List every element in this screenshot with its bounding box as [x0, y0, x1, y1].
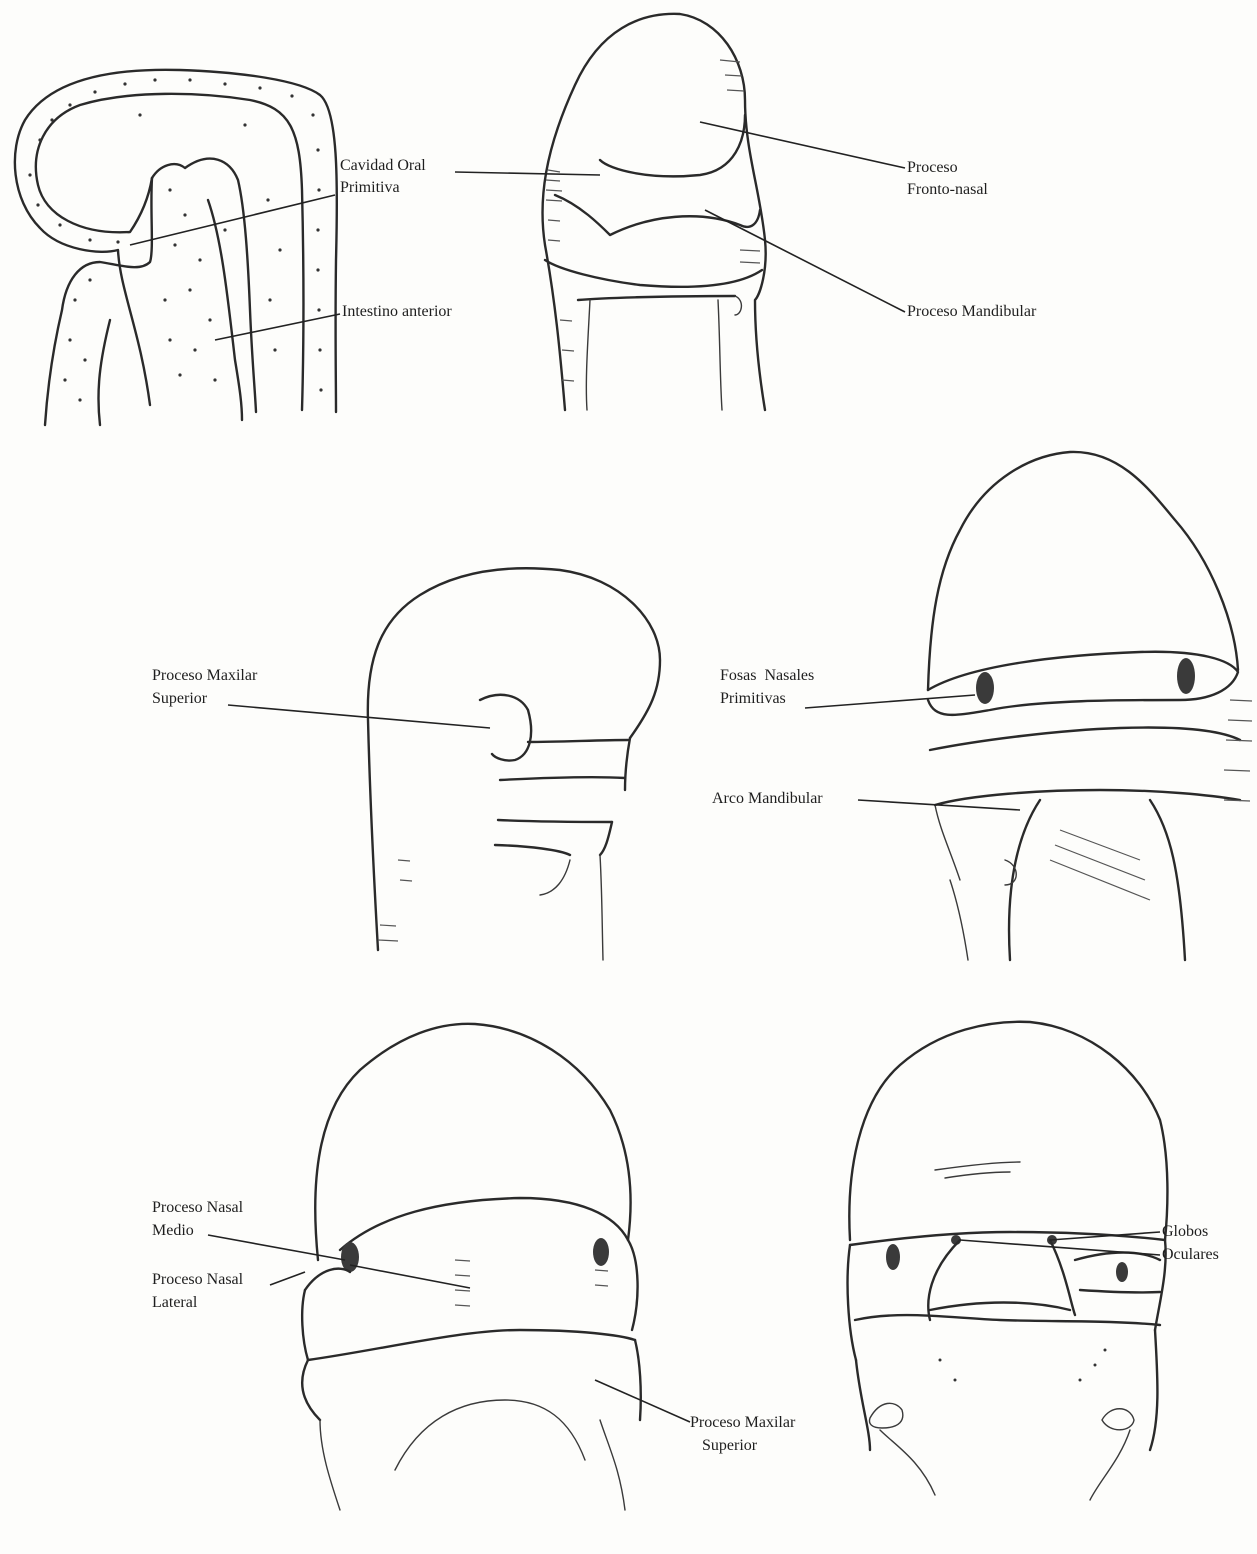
figure-lateral-face — [368, 568, 660, 960]
nostril-left — [341, 1242, 359, 1272]
leader-nasal-medio-2 — [350, 1265, 470, 1288]
eye-left — [886, 1244, 900, 1270]
nostril-right — [1177, 658, 1195, 694]
label-fronto-nasal: Fronto-nasal — [907, 180, 988, 200]
leader-fronto-nasal — [700, 122, 905, 168]
figure-early-face — [543, 14, 766, 410]
label-arco-mandibular: Arco Mandibular — [712, 789, 823, 809]
label-superior-bottom: Superior — [702, 1436, 757, 1456]
label-cavidad-oral: Cavidad Oral — [340, 156, 426, 176]
shading — [455, 1260, 608, 1306]
label-proceso-maxilar: Proceso Maxilar — [152, 666, 257, 686]
nostril-right — [593, 1238, 609, 1266]
leader-maxilar-superior — [228, 705, 490, 728]
shading — [378, 860, 412, 941]
leader-oculares — [960, 1240, 1160, 1255]
figure-sagittal-section — [15, 70, 337, 425]
label-lateral: Lateral — [152, 1293, 197, 1313]
eye-right — [1116, 1262, 1128, 1282]
label-medio: Medio — [152, 1221, 194, 1241]
nostril-left — [976, 672, 994, 704]
label-proceso-mandibular: Proceso Mandibular — [907, 302, 1036, 322]
label-primitivas: Primitivas — [720, 689, 786, 709]
leader-nasal-medio — [208, 1235, 345, 1260]
label-globos: Globos — [1162, 1222, 1208, 1242]
label-proceso-maxilar-bottom: Proceso Maxilar — [690, 1413, 795, 1433]
speckles — [939, 1349, 1107, 1382]
label-fosas-nasales: Fosas Nasales — [720, 666, 814, 686]
figure-frontal-late-left — [302, 1024, 641, 1510]
label-oculares: Oculares — [1162, 1245, 1219, 1265]
label-primitiva: Primitiva — [340, 178, 400, 198]
leader-maxilar-bottom — [595, 1380, 690, 1422]
figure-frontal-mid — [928, 452, 1252, 960]
label-proceso: Proceso — [907, 158, 958, 178]
stippling — [28, 78, 322, 401]
leader-nasal-lateral — [270, 1272, 305, 1285]
leader-arco-mandibular — [858, 800, 1020, 810]
label-proceso-nasal-lateral: Proceso Nasal — [152, 1270, 243, 1290]
label-proceso-nasal-medio: Proceso Nasal — [152, 1198, 243, 1218]
label-superior: Superior — [152, 689, 207, 709]
leader-intestino — [215, 314, 340, 340]
leader-cavidad-oral-2 — [455, 172, 600, 175]
leader-cavidad-oral — [130, 195, 335, 245]
leader-fosas — [805, 695, 975, 708]
figure-frontal-late-right — [848, 1022, 1168, 1500]
label-intestino-anterior: Intestino anterior — [342, 302, 452, 322]
